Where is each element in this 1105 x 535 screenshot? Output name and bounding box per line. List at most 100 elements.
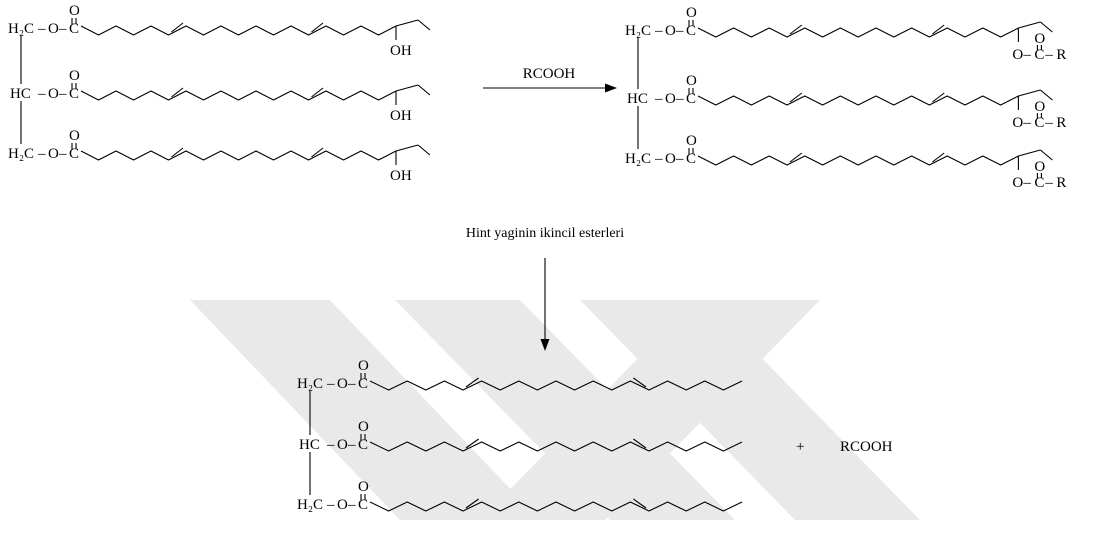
methylene-label: H₂C [625, 23, 651, 39]
double-bond [932, 92, 945, 103]
bond-dash: – [58, 21, 67, 37]
bond-dash: – [37, 21, 46, 37]
fatty-chain [80, 25, 397, 36]
carbonyl-oxygen: O [358, 419, 369, 435]
ethyl-branch [1018, 149, 1041, 157]
double-bond [171, 87, 184, 98]
methylene-label: H₂C [297, 497, 323, 513]
ester-oxygen: O [665, 23, 676, 39]
double-bond [465, 377, 479, 388]
ester-oxygen: O [337, 376, 348, 392]
double-bond [633, 377, 647, 388]
bond-dash: – [347, 497, 356, 513]
bond-dash: – [1022, 175, 1031, 191]
carbonyl-carbon: C [358, 437, 368, 453]
acyl-carbon: C [1034, 47, 1044, 63]
methine-label: HC [10, 86, 31, 102]
acyl-oxygen: O [1034, 159, 1045, 175]
fatty-chain [697, 155, 1019, 166]
fatty-chain [80, 90, 397, 101]
bond-dash: – [675, 151, 684, 167]
bond-dash: – [654, 23, 663, 39]
bond-dash: – [347, 376, 356, 392]
bond-dash: – [58, 86, 67, 102]
double-bond [311, 87, 324, 98]
carbonyl-oxygen: O [686, 73, 697, 89]
ethyl-branch [1040, 89, 1053, 101]
ethyl-branch [417, 144, 431, 156]
methine-label: HC [299, 437, 320, 453]
carbonyl-carbon: C [69, 146, 79, 162]
carbonyl-oxygen: O [69, 68, 80, 84]
double-bond [311, 22, 324, 33]
carbonyl-oxygen: O [358, 479, 369, 495]
fatty-chain [369, 380, 743, 391]
reagent-top: RCOOH [523, 66, 576, 82]
ethyl-branch [1040, 149, 1053, 161]
fatty-chain [697, 27, 1019, 38]
ester-oxygen: O [337, 497, 348, 513]
bond-dash: – [326, 376, 335, 392]
plus-sign: + [796, 439, 804, 455]
carbonyl-carbon: C [69, 86, 79, 102]
carbonyl-oxygen: O [69, 3, 80, 19]
carbonyl-oxygen: O [358, 358, 369, 374]
bond-dash: – [654, 91, 663, 107]
fatty-chain [80, 150, 397, 161]
carbonyl-carbon: C [686, 23, 696, 39]
carbonyl-oxygen: O [686, 5, 697, 21]
bond-dash: – [1044, 115, 1053, 131]
bond-dash: – [654, 151, 663, 167]
watermark [190, 300, 920, 520]
ethyl-branch [395, 144, 419, 152]
bond-dash: – [675, 23, 684, 39]
bond-dash: – [326, 437, 335, 453]
carbonyl-oxygen: O [686, 133, 697, 149]
carbonyl-carbon: C [358, 497, 368, 513]
double-bond [932, 152, 945, 163]
carbonyl-carbon: C [686, 91, 696, 107]
bond-dash: – [326, 497, 335, 513]
fatty-chain [369, 501, 743, 512]
methylene-label: H₂C [8, 21, 34, 37]
ethyl-branch [417, 84, 431, 96]
byproduct-label: RCOOH [840, 439, 893, 455]
bond-dash: – [37, 86, 46, 102]
acyl-carbon: C [1034, 115, 1044, 131]
ethyl-branch [395, 19, 419, 27]
carbonyl-carbon: C [358, 376, 368, 392]
carbonyl-carbon: C [69, 21, 79, 37]
double-bond [789, 92, 803, 103]
methine-label: HC [627, 91, 648, 107]
ester-oxygen-label: O [1012, 47, 1023, 63]
ethyl-branch [1018, 21, 1041, 29]
double-bond [311, 147, 324, 158]
acyl-oxygen: O [1034, 31, 1045, 47]
double-bond [633, 498, 647, 509]
acyl-oxygen: O [1034, 99, 1045, 115]
double-bond [789, 24, 803, 35]
methylene-label: H₂C [625, 151, 651, 167]
ester-oxygen: O [665, 91, 676, 107]
r-group: R [1056, 115, 1066, 131]
bond-dash: – [1044, 47, 1053, 63]
r-group: R [1056, 47, 1066, 63]
fatty-chain [697, 95, 1019, 106]
hydroxyl-label: OH [390, 43, 412, 59]
double-bond [465, 498, 479, 509]
ester-oxygen-label: O [1012, 175, 1023, 191]
reaction-arrow-right-head [605, 83, 617, 93]
bond-dash: – [37, 146, 46, 162]
carbonyl-carbon: C [686, 151, 696, 167]
bond-dash: – [675, 91, 684, 107]
hydroxyl-label: OH [390, 168, 412, 184]
r-group: R [1056, 175, 1066, 191]
bond-dash: – [1022, 47, 1031, 63]
methylene-label: H₂C [297, 376, 323, 392]
bond-dash: – [347, 437, 356, 453]
ester-oxygen: O [48, 21, 59, 37]
carbonyl-oxygen: O [69, 128, 80, 144]
